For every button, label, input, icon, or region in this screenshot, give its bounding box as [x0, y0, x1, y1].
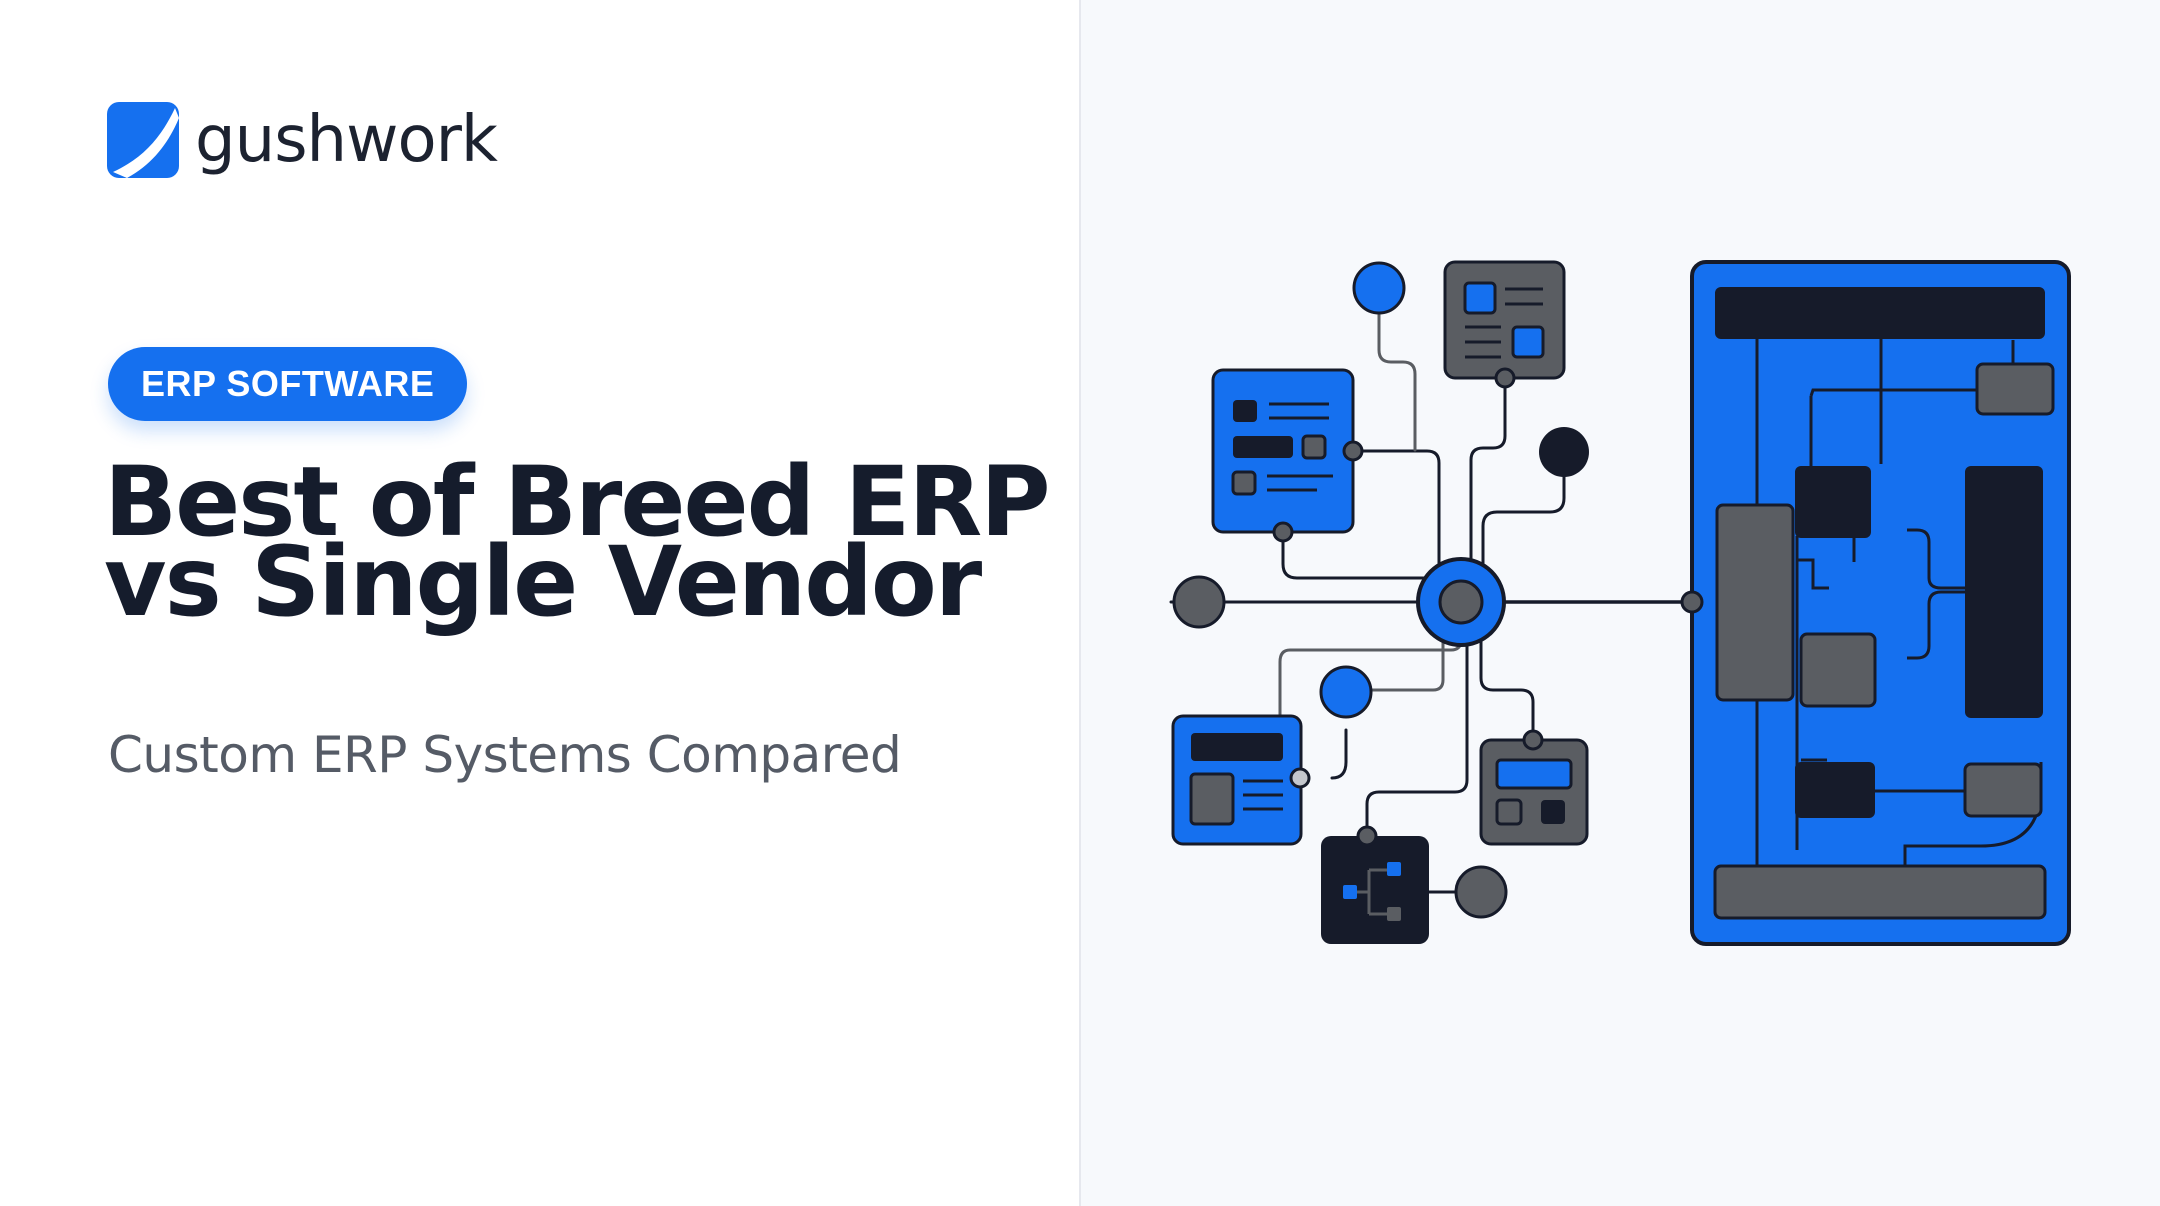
page-title: Best of Breed ERP vs Single Vendor	[104, 446, 1064, 638]
connector-line	[1281, 530, 1435, 580]
module-card-icon	[1443, 260, 1566, 380]
module-card-icon	[1211, 368, 1355, 534]
left-panel: gushwork ERP SOFTWARE Best of Breed ERP …	[0, 0, 1079, 1206]
connector-line	[1469, 376, 1507, 574]
brand-name: gushwork	[195, 103, 498, 177]
port-dot	[1342, 440, 1364, 462]
port-dot	[1680, 590, 1704, 614]
title-line-1: Best of Breed ERP	[104, 446, 1051, 558]
divider	[1079, 0, 1081, 1206]
category-badge: ERP SOFTWARE	[108, 347, 468, 421]
logo: gushwork	[107, 102, 498, 178]
port-dot	[1289, 767, 1311, 789]
port-dot	[1522, 729, 1544, 751]
node-dot-icon	[1172, 575, 1226, 629]
port-dot	[1494, 367, 1516, 389]
page-subtitle: Custom ERP Systems Compared	[108, 726, 902, 784]
flowchart-icon	[1321, 836, 1429, 944]
connector-line	[1365, 628, 1469, 838]
node-dot-icon	[1454, 865, 1508, 919]
port-dot	[1272, 521, 1294, 543]
connector-line	[1351, 449, 1441, 577]
connector-line	[1377, 286, 1417, 452]
connector-line	[1481, 450, 1566, 576]
node-dot-icon	[1539, 427, 1589, 477]
title-line-2: vs Single Vendor	[104, 526, 982, 638]
module-card-icon	[1479, 738, 1589, 846]
port-dot	[1356, 825, 1378, 847]
gushwork-logo-icon	[107, 102, 179, 178]
system-panel-icon	[1690, 260, 2071, 946]
connector-line	[1479, 628, 1535, 742]
connector-line	[1330, 728, 1348, 780]
right-panel	[1081, 0, 2160, 1206]
module-card-icon	[1171, 714, 1303, 846]
node-dot-icon	[1352, 261, 1406, 315]
connector-line	[1345, 626, 1445, 692]
erp-architecture-illustration	[1169, 260, 2071, 946]
node-dot-icon	[1319, 665, 1373, 719]
hub-core	[1438, 579, 1484, 625]
